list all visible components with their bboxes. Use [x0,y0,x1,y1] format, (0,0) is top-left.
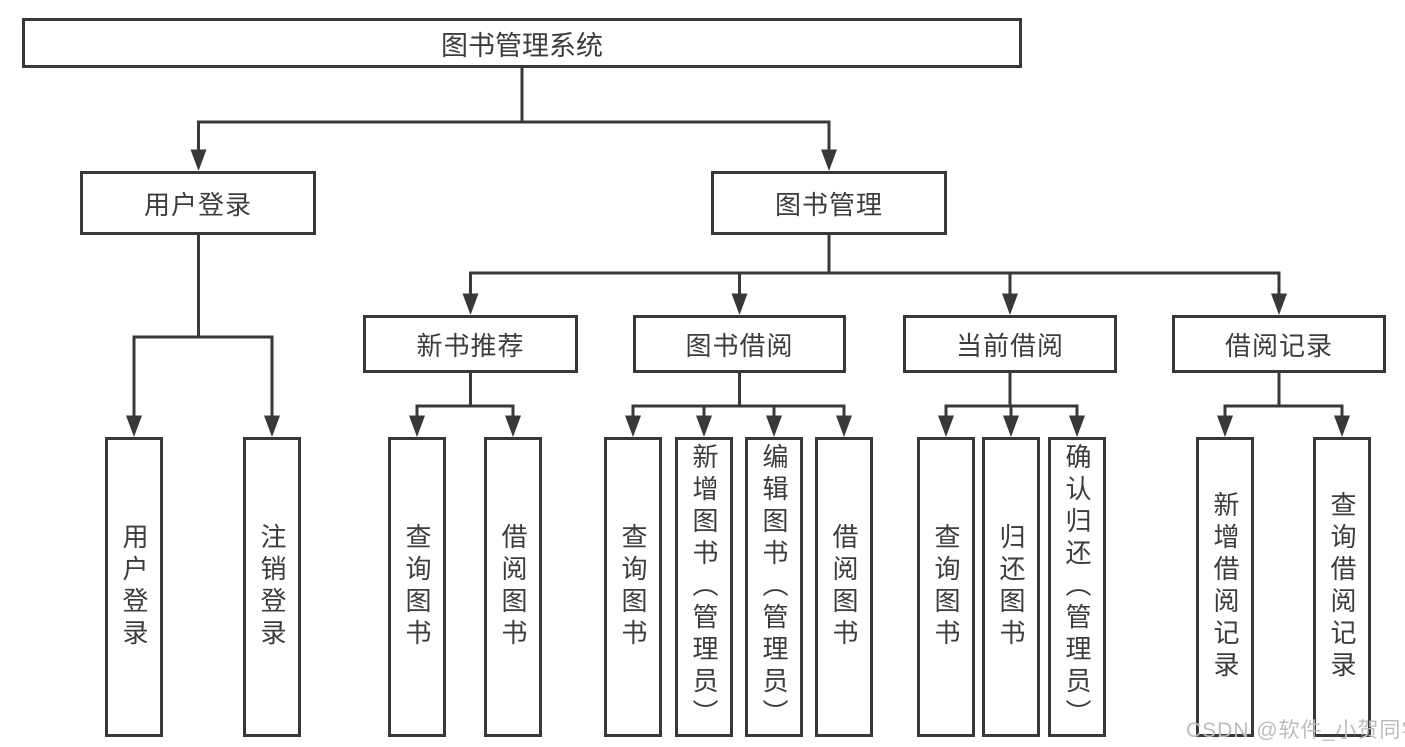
node-leaf-edit-books-admin: 编辑图书（管理员） [745,437,803,737]
node-new-book-recommend: 新书推荐 [363,315,578,373]
node-leaf-add-books-admin: 新增图书（管理员） [675,437,733,737]
node-leaf-query-books-current: 查询图书 [917,437,975,737]
node-book-management-group: 图书管理 [711,171,947,235]
node-label: 查询图书 [931,523,961,651]
node-label: 图书管理 [774,189,883,220]
node-label: 注销登录 [257,523,287,651]
node-book-borrowing: 图书借阅 [633,315,846,373]
node-leaf-add-borrow-record: 新增借阅记录 [1196,437,1254,737]
node-label: 借阅记录 [1224,330,1333,361]
connector-current-borrowing-to-leaves [938,373,1085,437]
node-borrowing-records: 借阅记录 [1172,315,1386,373]
node-leaf-confirm-return-admin: 确认归还（管理员） [1048,437,1106,737]
node-label: 图书管理系统 [441,30,603,61]
node-leaf-logout: 注销登录 [243,437,301,737]
connector-new-book-recommend-to-leaves [409,373,521,437]
node-label: 借阅图书 [829,523,859,651]
node-current-borrowing: 当前借阅 [903,315,1117,373]
node-label: 借阅图书 [498,523,528,651]
connector-root-to-level2 [190,68,837,171]
node-label: 当前借阅 [955,330,1064,361]
csdn-watermark: CSDN @软件_小贺同学 [1186,719,1405,742]
connector-book-management-to-level3 [462,235,1287,315]
node-label: 新书推荐 [416,330,525,361]
connector-book-borrowing-to-leaves [625,373,852,437]
node-leaf-query-books-borrowing: 查询图书 [604,437,662,737]
node-leaf-borrow-books-borrowing: 借阅图书 [815,437,873,737]
node-label: 用户登录 [119,523,149,651]
node-label: 查询图书 [618,523,648,651]
node-label: 新增借阅记录 [1210,491,1240,683]
node-leaf-borrow-books-recommend: 借阅图书 [484,437,542,737]
node-label: 查询借阅记录 [1327,491,1357,683]
node-leaf-query-borrow-record: 查询借阅记录 [1313,437,1371,737]
node-library-management-system: 图书管理系统 [22,18,1022,68]
node-label: 查询图书 [402,523,432,651]
node-leaf-query-books-recommend: 查询图书 [388,437,446,737]
connector-borrowing-records-to-leaves [1217,373,1350,437]
node-leaf-user-login: 用户登录 [105,437,163,737]
node-label: 编辑图书（管理员） [759,443,789,731]
node-label: 归还图书 [996,523,1026,651]
node-leaf-return-books: 归还图书 [982,437,1040,737]
node-label: 用户登录 [143,189,252,220]
connector-user-login-to-leaves [126,235,280,437]
node-label: 图书借阅 [685,330,794,361]
node-user-login-group: 用户登录 [80,171,316,235]
node-label: 新增图书（管理员） [689,443,719,731]
node-label: 确认归还（管理员） [1062,443,1092,731]
